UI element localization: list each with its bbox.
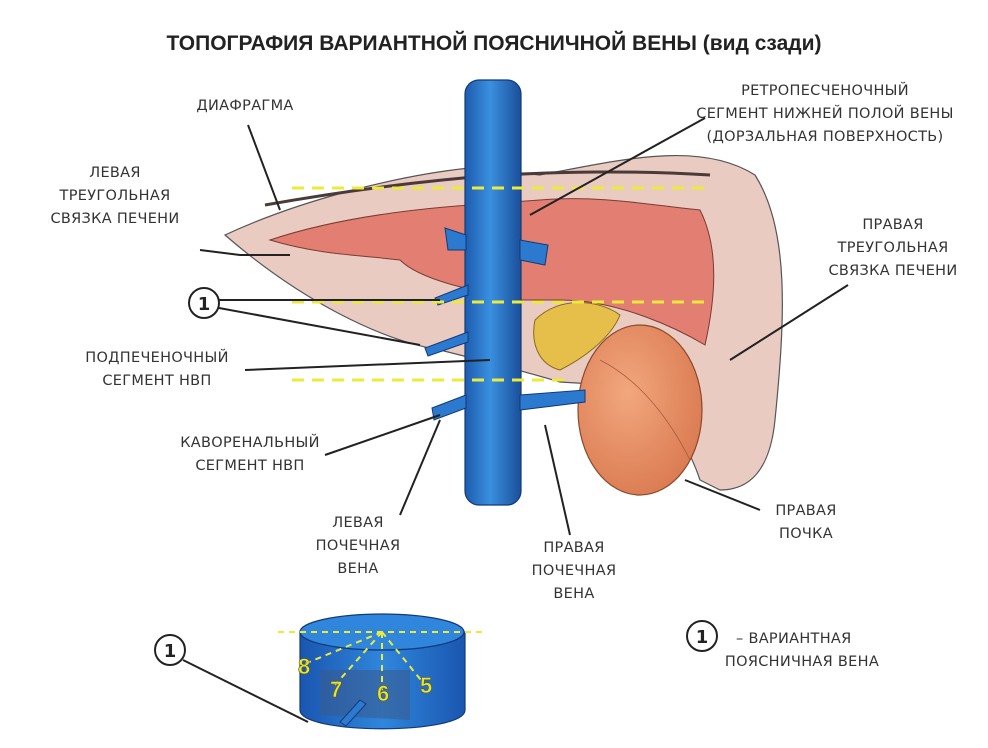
label-right-renal-3: ВЕНА	[553, 586, 594, 602]
legend-line-2: ПОЯСНИЧНАЯ ВЕНА	[725, 654, 879, 670]
legend-line-1: – ВАРИАНТНАЯ	[736, 631, 852, 647]
svg-text:1: 1	[198, 294, 211, 315]
label-right-triangular-2: ТРЕУГОЛЬНАЯ	[837, 240, 949, 256]
inferior-vena-cava	[465, 80, 521, 505]
segment-label-6: 6	[377, 681, 389, 706]
label-left-triangular-1: ЛЕВАЯ	[89, 165, 141, 181]
right-kidney	[578, 325, 702, 495]
svg-text:1: 1	[696, 627, 709, 648]
label-retrohepatic-1: РЕТРОПЕСЧЕНОЧНЫЙ	[741, 81, 909, 99]
segment-label-8: 8	[298, 654, 310, 679]
label-left-renal-2: ПОЧЕЧНАЯ	[316, 538, 401, 554]
label-retrohepatic-2: СЕГМЕНТ НИЖНЕЙ ПОЛОЙ ВЕНЫ	[696, 104, 953, 122]
label-subhepatic-1: ПОДПЕЧЕНОЧНЫЙ	[85, 348, 229, 366]
segment-label-5: 5	[420, 673, 432, 698]
label-diaphragm: ДИАФРАГМА	[196, 98, 293, 114]
label-retrohepatic-3: (ДОРЗАЛЬНАЯ ПОВЕРХНОСТЬ)	[707, 129, 944, 145]
label-right-triangular-1: ПРАВАЯ	[862, 217, 923, 233]
label-left-renal-1: ЛЕВАЯ	[332, 515, 384, 531]
marker-upper: 1	[189, 288, 219, 318]
right-renal-vein	[520, 390, 585, 410]
label-cavorenal-2: СЕГМЕНТ НВП	[195, 458, 304, 474]
svg-text:1: 1	[164, 641, 177, 662]
marker-legend: 1	[687, 621, 717, 651]
label-left-triangular-2: ТРЕУГОЛЬНАЯ	[59, 188, 171, 204]
label-subhepatic-2: СЕГМЕНТ НВП	[102, 373, 211, 389]
hepatic-vein-right	[520, 240, 548, 265]
label-right-triangular-3: СВЯЗКА ПЕЧЕНИ	[828, 263, 957, 279]
label-cavorenal-1: КАВОРЕНАЛЬНЫЙ	[180, 433, 320, 451]
label-left-triangular-3: СВЯЗКА ПЕЧЕНИ	[50, 211, 179, 227]
label-right-kidney-2: ПОЧКА	[779, 526, 833, 542]
page-title: ТОПОГРАФИЯ ВАРИАНТНОЙ ПОЯСНИЧНОЙ ВЕНЫ (в…	[166, 31, 821, 55]
label-right-renal-1: ПРАВАЯ	[543, 540, 604, 556]
label-left-renal-3: ВЕНА	[337, 561, 378, 577]
segment-label-7: 7	[330, 677, 342, 702]
label-right-kidney-1: ПРАВАЯ	[775, 503, 836, 519]
marker-lower: 1	[155, 635, 185, 665]
label-right-renal-2: ПОЧЕЧНАЯ	[532, 563, 617, 579]
